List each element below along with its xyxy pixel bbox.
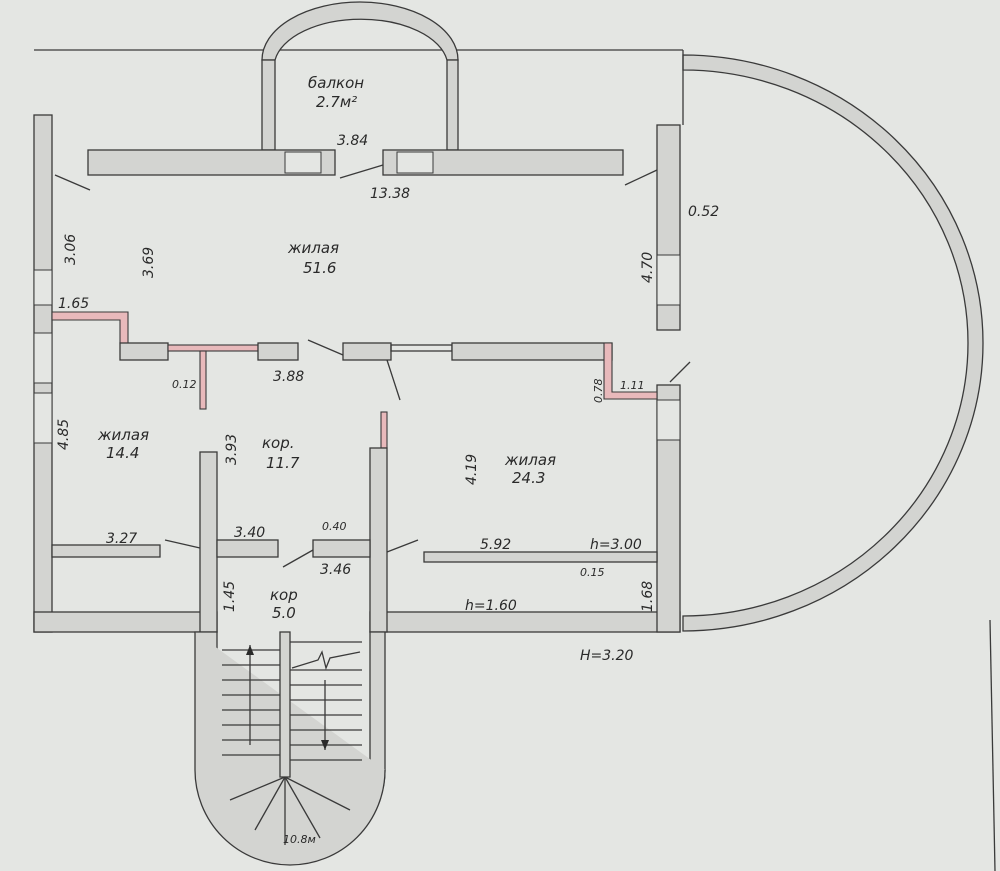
dim-1-65: 1.65 — [58, 296, 89, 312]
dim-1-45: 1.45 — [222, 581, 238, 612]
dim-1-68: 1.68 — [640, 581, 656, 612]
dim-3-93: 3.93 — [224, 434, 240, 465]
dim-1-11: 1.11 — [620, 379, 645, 392]
dim-4-19: 4.19 — [464, 454, 480, 485]
dim-5-92: 5.92 — [480, 537, 511, 553]
dim-3-27: 3.27 — [106, 531, 137, 547]
balcony — [261, 1, 459, 151]
dim-0-15: 0.15 — [580, 566, 605, 579]
dim-3-06: 3.06 — [63, 234, 79, 265]
dim-h-3-00: h=3.00 — [590, 537, 642, 553]
dim-3-40: 3.40 — [234, 525, 265, 541]
living-main-area: 51.6 — [303, 259, 336, 277]
corridor-small-name: кор — [270, 586, 298, 604]
dim-4-70: 4.70 — [640, 252, 656, 283]
stairs-area: 10.8м — [283, 833, 316, 846]
semicircle-terrace — [682, 54, 984, 632]
corridor-main-area: 11.7 — [266, 454, 300, 472]
dim-3-46: 3.46 — [320, 562, 351, 578]
living-right-name: жилая — [504, 451, 556, 469]
living-main-name: жилая — [287, 239, 339, 257]
living-left-name: жилая — [97, 426, 149, 444]
dim-H-3-20: H=3.20 — [580, 648, 634, 664]
living-right-area: 24.3 — [512, 469, 545, 487]
dim-3-69: 3.69 — [141, 247, 157, 278]
dim-4-85: 4.85 — [56, 419, 72, 450]
page-edge-line — [989, 619, 996, 871]
corridor-small-area: 5.0 — [272, 604, 296, 622]
stair-down-arrow-icon — [321, 680, 329, 750]
balcony-area: 2.7м² — [316, 93, 357, 111]
dim-0-12: 0.12 — [172, 378, 197, 391]
dim-h-1-60: h=1.60 — [465, 598, 517, 614]
dim-0-52: 0.52 — [688, 204, 719, 220]
dim-13-38: 13.38 — [370, 186, 410, 202]
dim-3-88: 3.88 — [273, 369, 304, 385]
corridor-main-name: кор. — [262, 434, 295, 452]
living-left-area: 14.4 — [106, 444, 139, 462]
stair-up-arrow-icon — [246, 645, 254, 745]
dim-3-84: 3.84 — [337, 133, 368, 149]
staircase[interactable] — [194, 631, 386, 866]
dim-0-78: 0.78 — [592, 379, 605, 404]
interior-walls — [51, 149, 691, 633]
balcony-name: балкон — [308, 74, 364, 92]
dim-0-40: 0.40 — [322, 520, 347, 533]
outer-walls — [33, 49, 684, 633]
